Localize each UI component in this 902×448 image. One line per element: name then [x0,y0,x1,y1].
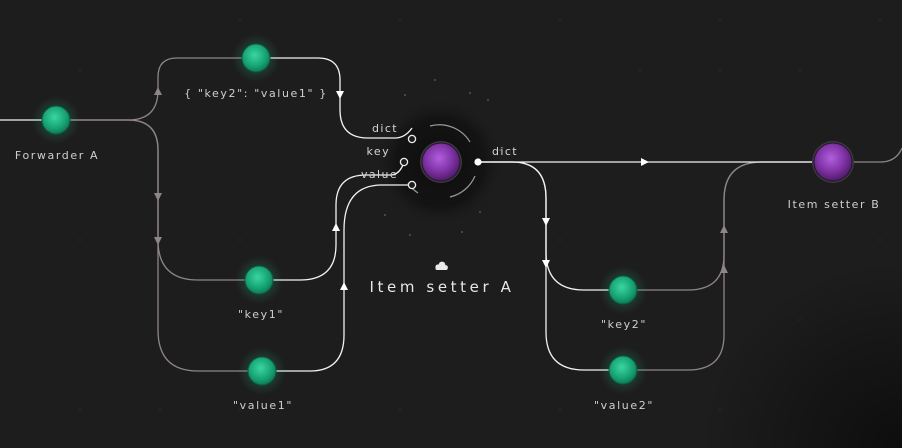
node-key2[interactable]: "key2" [599,266,647,331]
node-label-key1: "key1" [238,308,284,321]
wire-forwarder-to-dict-literal [56,57,256,121]
node-label-item-setter-b: Item setter B [788,198,881,211]
wire-setter-a-to-value2 [478,161,623,371]
socket-dict-in[interactable] [407,134,417,144]
socket-dict-out[interactable] [474,158,482,166]
wire-setter-b-out [833,147,902,163]
node-value2[interactable]: "value2" [594,346,654,412]
node-dict-literal[interactable]: { "key2": "value1" } [184,34,328,100]
input-sockets [399,134,482,190]
halo-sparkles [384,79,501,236]
wire-value1-to-setter-a-value [262,184,412,372]
node-label-value2: "value2" [594,399,654,412]
node-label-value1: "value1" [233,399,293,412]
cloud-icon [435,261,448,270]
node-label-dict-literal: { "key2": "value1" } [184,87,328,100]
node-value1[interactable]: "value1" [233,347,293,412]
node-label-key2: "key2" [601,318,647,331]
node-label-forwarder-a: Forwarder A [15,149,99,162]
socket-label-dict-out: dict [492,145,518,158]
node-key1[interactable]: "key1" [235,256,284,321]
wire-forwarder-to-value1 [56,119,262,372]
node-item-setter-b[interactable]: Item setter B [788,141,881,211]
socket-label-dict-in: dict [372,122,398,135]
corner-shadow [700,260,902,448]
socket-key-in[interactable] [399,157,409,167]
socket-label-key-in: key [367,145,390,158]
wires-active [0,57,833,372]
node-item-setter-a[interactable]: Item setter A [370,141,515,296]
node-forwarder-a[interactable]: Forwarder A [15,96,99,162]
wire-key1-to-setter-a-key [259,161,405,281]
socket-value-in[interactable] [407,180,417,190]
wire-arrows [154,87,728,290]
node-label-item-setter-a: Item setter A [370,278,515,296]
socket-label-value-in: value [361,168,398,181]
